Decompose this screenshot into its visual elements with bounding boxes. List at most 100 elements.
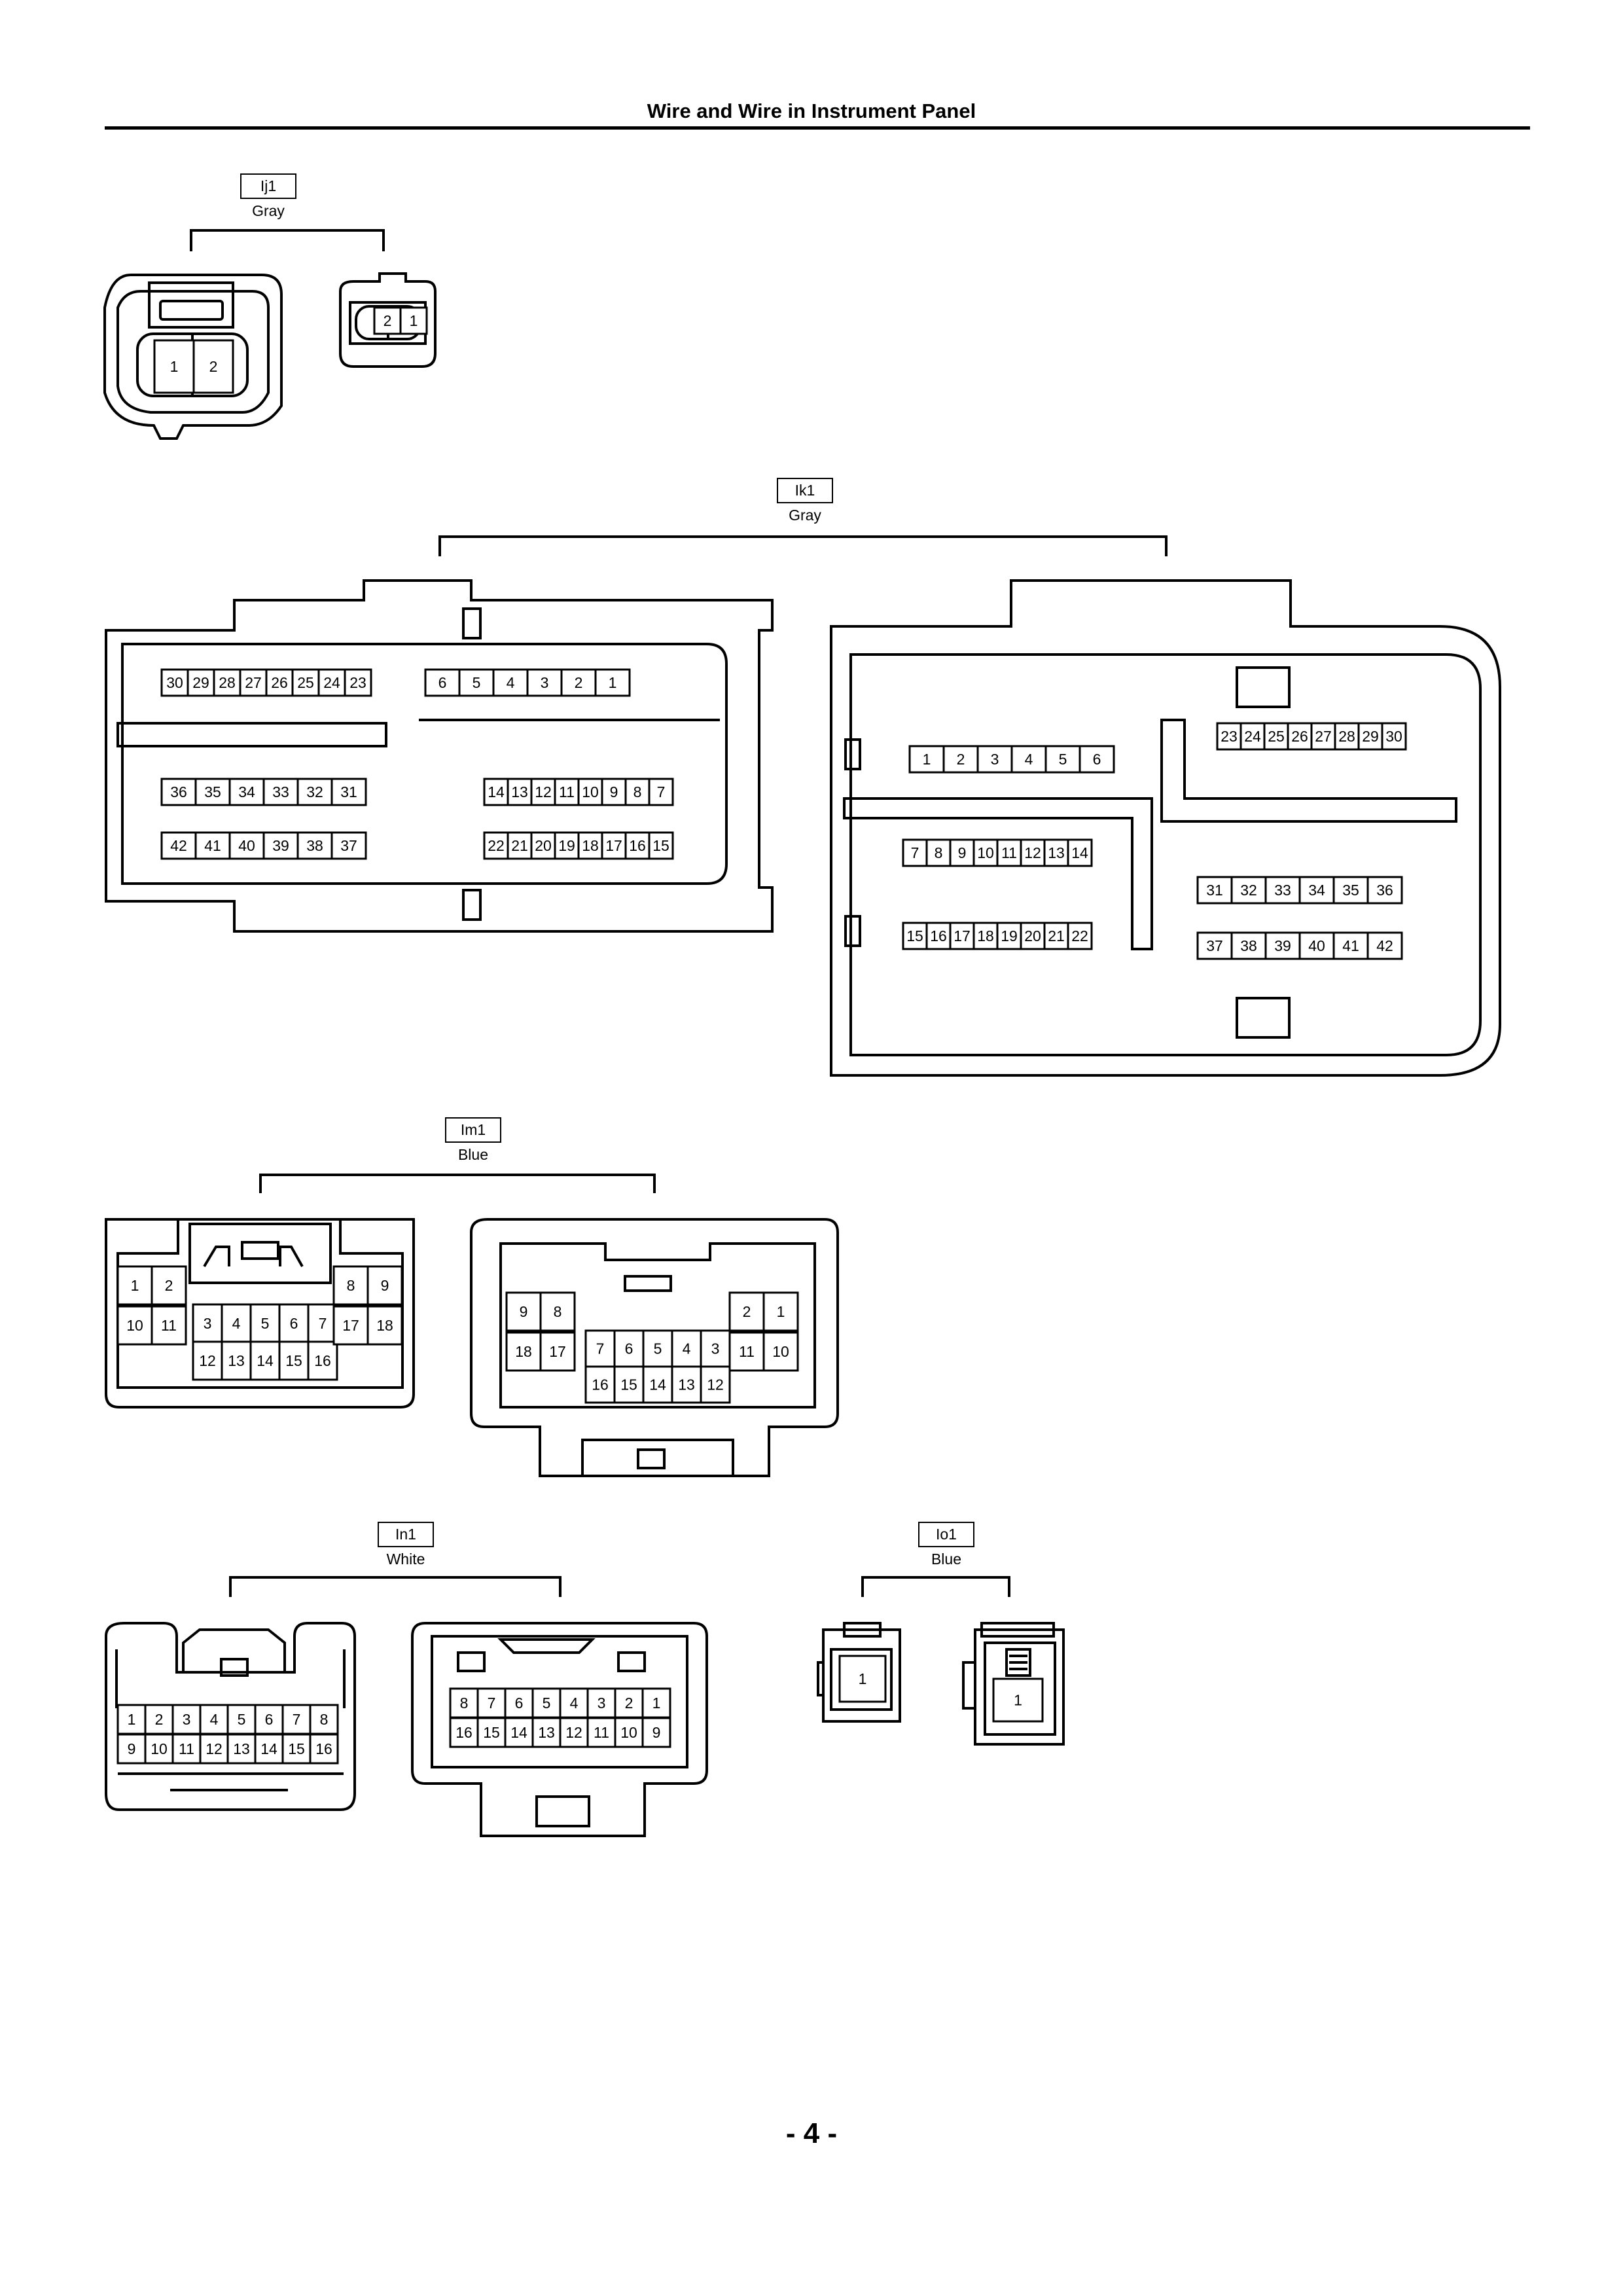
pin-number: 1 (652, 1695, 661, 1712)
pin-cell (554, 831, 580, 860)
pin-cell (199, 1733, 229, 1765)
pin-number: 42 (170, 837, 187, 854)
pin-number: 23 (349, 674, 366, 691)
pin-cell (1216, 722, 1242, 751)
connector-io1-left-housing (817, 1622, 901, 1723)
pin-cell (559, 1717, 589, 1748)
pin-number: 9 (128, 1740, 136, 1757)
pin-cell (281, 1704, 312, 1735)
pin-cell (530, 778, 556, 806)
pin-number: 16 (629, 837, 646, 854)
pin-cell (586, 1687, 616, 1719)
pin-cell (942, 745, 979, 774)
pin-cell (505, 1331, 542, 1372)
pin-number: 16 (930, 927, 947, 944)
pin-cell (1264, 876, 1301, 905)
pin-number: 13 (511, 783, 528, 800)
pin-number: 2 (575, 674, 583, 691)
pin-cell (539, 1331, 576, 1372)
pin-number: 14 (1071, 844, 1088, 861)
pin-cell (728, 1331, 765, 1372)
pin-number: 17 (342, 1317, 359, 1334)
pin-number: 34 (238, 783, 255, 800)
pin-number: 15 (288, 1740, 305, 1757)
pin-number: 8 (935, 844, 943, 861)
connector-tag-io1: Io1 Blue (908, 1522, 984, 1568)
pin-cell (116, 1305, 153, 1346)
pin-cell (949, 922, 975, 950)
pin-number: 1 (859, 1670, 867, 1687)
pin-number: 5 (543, 1695, 551, 1712)
connector-color: Gray (789, 507, 821, 524)
pin-number: 15 (285, 1352, 302, 1369)
pin-cell (504, 1687, 534, 1719)
pin-number: 5 (238, 1711, 246, 1728)
pin-number: 27 (1315, 728, 1332, 745)
pin-number: 11 (179, 1740, 194, 1757)
pin-number: 26 (271, 674, 288, 691)
pin-number: 4 (507, 674, 515, 691)
pin-number: 3 (183, 1711, 191, 1728)
pin-cell (458, 668, 495, 697)
pin-cell (291, 668, 320, 697)
pin-cell (762, 1291, 799, 1332)
pin-cell (160, 668, 189, 697)
pin-number: 11 (559, 783, 575, 800)
bracket-im1 (259, 1174, 656, 1193)
pin-number: 32 (1240, 882, 1257, 899)
pin-cell (1332, 931, 1369, 960)
pin-number: 4 (232, 1315, 241, 1332)
pin-number: 1 (923, 751, 931, 768)
pin-cell (1332, 876, 1369, 905)
connector-ik1-right-housing (830, 579, 1501, 1077)
pin-number: 25 (1268, 728, 1285, 745)
pin-number: 9 (958, 844, 967, 861)
pin-number: 3 (597, 1695, 606, 1712)
pin-number: 31 (1206, 882, 1223, 899)
pin-cell (249, 1340, 281, 1381)
pin-number: 25 (297, 674, 314, 691)
pin-number: 35 (204, 783, 221, 800)
pin-number: 1 (410, 312, 418, 329)
pin-cell (116, 1733, 147, 1765)
pin-cell (1298, 931, 1335, 960)
pin-number: 2 (155, 1711, 164, 1728)
connector-tag-ik1: Ik1 Gray (767, 478, 843, 524)
pin-cell (762, 1331, 799, 1372)
pin-number: 12 (535, 783, 552, 800)
pin-cell (332, 1265, 369, 1306)
pin-cell (1298, 876, 1335, 905)
pin-number: 12 (199, 1352, 216, 1369)
pin-number: 13 (228, 1352, 245, 1369)
pin-number: 22 (1071, 927, 1088, 944)
connector-id: Ij1 (240, 173, 296, 199)
pin-number: 14 (649, 1376, 666, 1393)
pin-cell (160, 831, 197, 860)
pin-number: 6 (290, 1315, 298, 1332)
pin-cell (476, 1717, 507, 1748)
connector-id: Io1 (918, 1522, 974, 1547)
bracket-ij1 (190, 229, 385, 251)
connector-in1-left-housing (105, 1622, 356, 1811)
pin-number: 36 (170, 783, 187, 800)
connector-id: Im1 (445, 1117, 501, 1143)
pin-cell (584, 1329, 616, 1368)
pin-cell (226, 1733, 257, 1765)
pin-number: 10 (977, 844, 994, 861)
pin-number: 2 (957, 751, 965, 768)
pin-number: 3 (541, 674, 549, 691)
pin-number: 12 (565, 1724, 582, 1741)
pin-number: 28 (219, 674, 236, 691)
pin-number: 2 (209, 358, 218, 375)
pin-cell (972, 838, 999, 867)
pin-number: 21 (511, 837, 528, 854)
connector-tag-in1: In1 White (368, 1522, 444, 1568)
pin-cell (531, 1717, 562, 1748)
pin-number: 4 (210, 1711, 219, 1728)
pin-cell (366, 1305, 403, 1346)
pin-number: 16 (455, 1724, 473, 1741)
pin-cell (1264, 931, 1301, 960)
pin-cell (992, 1677, 1044, 1723)
